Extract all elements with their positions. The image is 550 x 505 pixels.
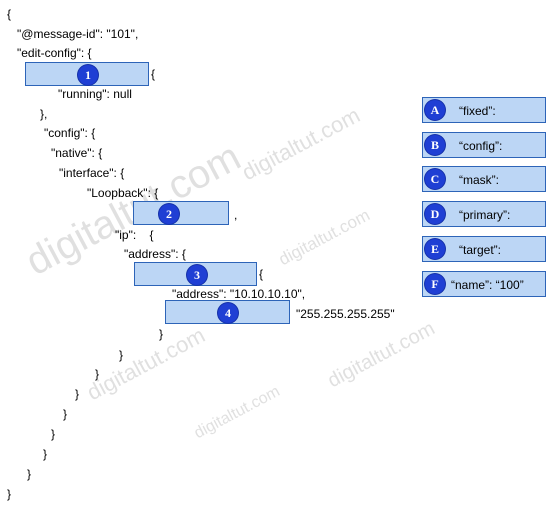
code-line: } bbox=[159, 327, 164, 341]
watermark: digitaltut.com bbox=[237, 102, 364, 186]
option-label: “mask”: bbox=[459, 173, 499, 187]
letter-a-icon: A bbox=[425, 100, 445, 120]
option-c[interactable]: C “mask”: bbox=[422, 166, 546, 192]
watermark: digitaltut.com bbox=[324, 317, 439, 393]
code-line: "config": { bbox=[44, 126, 96, 140]
option-label: “config”: bbox=[459, 139, 503, 153]
letter-d-icon: D bbox=[425, 204, 445, 224]
code-line: "address": { bbox=[124, 247, 186, 261]
code-line: } bbox=[43, 447, 48, 461]
code-line: { bbox=[151, 67, 156, 81]
blank-slot-2[interactable]: 2 bbox=[133, 201, 229, 225]
code-line: "ip": { bbox=[115, 228, 154, 242]
option-b[interactable]: B “config”: bbox=[422, 132, 546, 158]
code-line: "edit-config": { bbox=[17, 46, 92, 60]
code-line: "native": { bbox=[51, 146, 103, 160]
option-d[interactable]: D “primary”: bbox=[422, 201, 546, 227]
letter-f-icon: F bbox=[425, 274, 445, 294]
watermark: digitaltut.com bbox=[82, 322, 209, 406]
letter-c-icon: C bbox=[425, 169, 445, 189]
option-label: “name”: “100” bbox=[451, 278, 524, 292]
option-label: “primary”: bbox=[459, 208, 511, 222]
code-line: } bbox=[95, 367, 100, 381]
badge-4-icon: 4 bbox=[218, 303, 238, 323]
code-line: } bbox=[27, 467, 32, 481]
code-line: "255.255.255.255" bbox=[296, 307, 395, 321]
code-line: } bbox=[63, 407, 68, 421]
code-line: "interface": { bbox=[59, 166, 125, 180]
option-label: “target”: bbox=[459, 243, 502, 257]
blank-slot-1[interactable]: 1 bbox=[25, 62, 149, 86]
code-line: { bbox=[259, 267, 264, 281]
blank-slot-4[interactable]: 4 bbox=[165, 300, 290, 324]
code-line: { bbox=[7, 7, 12, 21]
code-line: "@message-id": "101", bbox=[17, 27, 139, 41]
option-f[interactable]: F “name”: “100” bbox=[422, 271, 546, 297]
code-line: } bbox=[119, 348, 124, 362]
letter-e-icon: E bbox=[425, 239, 445, 259]
code-line: } bbox=[75, 387, 80, 401]
code-line: }, bbox=[40, 107, 48, 121]
letter-b-icon: B bbox=[425, 135, 445, 155]
option-a[interactable]: A “fixed”: bbox=[422, 97, 546, 123]
badge-3-icon: 3 bbox=[187, 265, 207, 285]
code-line: "running": null bbox=[58, 87, 132, 101]
code-line: } bbox=[7, 487, 12, 501]
code-line: } bbox=[51, 427, 56, 441]
badge-1-icon: 1 bbox=[78, 65, 98, 85]
code-line: "Loopback": { bbox=[87, 186, 159, 200]
code-line: "address": "10.10.10.10", bbox=[172, 287, 306, 301]
code-line: , bbox=[234, 208, 238, 222]
blank-slot-3[interactable]: 3 bbox=[134, 262, 257, 286]
option-e[interactable]: E “target”: bbox=[422, 236, 546, 262]
badge-2-icon: 2 bbox=[159, 204, 179, 224]
option-label: “fixed”: bbox=[459, 104, 496, 118]
watermark: digitaltut.com bbox=[275, 205, 373, 270]
watermark: digitaltut.com bbox=[191, 382, 283, 443]
